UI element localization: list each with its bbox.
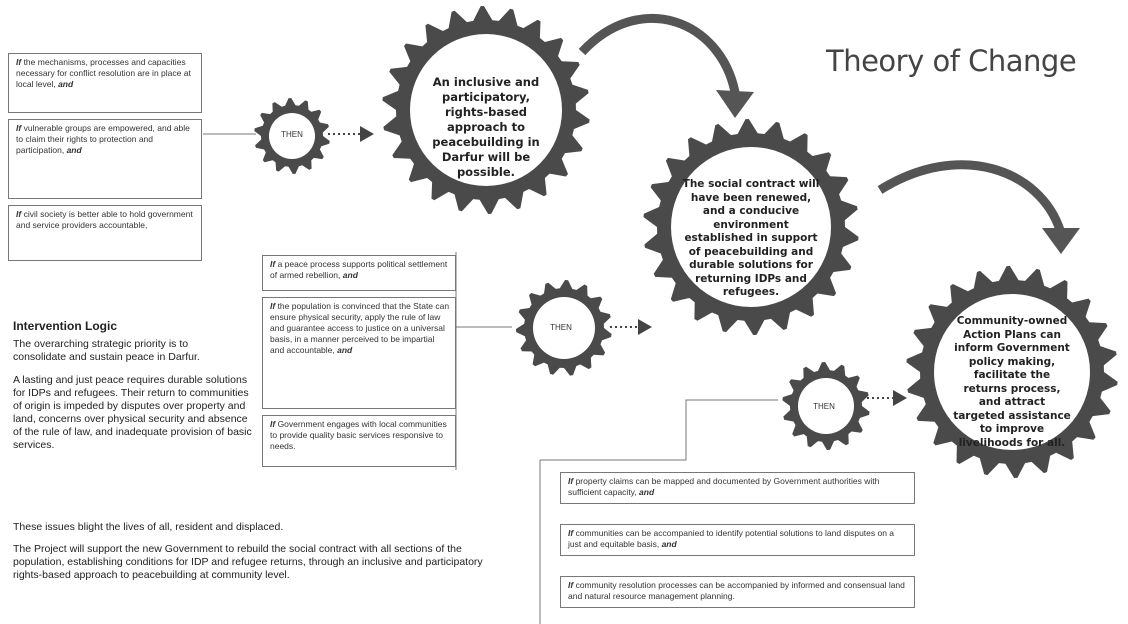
large-gear-3-hub	[934, 294, 1090, 450]
outcome-1: An inclusive and participatory, rights-b…	[432, 75, 540, 179]
small-gear-2-hub	[533, 297, 595, 359]
outcome-2: The social contract will have been renew…	[682, 178, 820, 298]
curved-arrow-1-head	[716, 90, 754, 118]
outcome-3: Community-owned Action Plans can inform …	[953, 315, 1071, 449]
large-gear-1-hub	[410, 34, 562, 186]
condition-box: If communities can be accompanied to ide…	[560, 524, 915, 556]
small-gear-1-hub	[269, 113, 315, 159]
condition-box: If vulnerable groups are empowered, and …	[8, 119, 202, 199]
logic-paragraph: These issues blight the lives of all, re…	[13, 521, 284, 533]
logic-paragraph: A lasting and just peace requires durabl…	[13, 374, 252, 451]
condition-box: If a peace process supports political se…	[262, 255, 456, 291]
curved-arrow-2-head	[1042, 228, 1080, 254]
logic-paragraph: The Project will support the new Governm…	[13, 543, 483, 581]
condition-box: If property claims can be mapped and doc…	[560, 472, 915, 504]
small-gear-3-hub	[798, 378, 854, 434]
condition-box: If Government engages with local communi…	[262, 415, 456, 467]
logic-paragraph: The overarching strategic priority is to…	[13, 338, 200, 363]
then-label: THEN	[813, 402, 835, 411]
page-title: Theory of Change	[826, 44, 1077, 78]
then-label: THEN	[281, 130, 303, 139]
condition-box: If community resolution processes can be…	[560, 576, 915, 608]
condition-box: If the population is convinced that the …	[262, 297, 456, 409]
condition-box: If civil society is better able to hold …	[8, 205, 202, 261]
condition-box: If the mechanisms, processes and capacit…	[8, 53, 202, 113]
large-gear-2-hub	[671, 147, 831, 307]
curved-arrow-1	[578, 13, 740, 93]
bracket-line	[540, 399, 778, 461]
then-label: THEN	[550, 323, 572, 332]
curved-arrow-2	[877, 160, 1065, 232]
logic-heading: Intervention Logic	[13, 319, 118, 333]
